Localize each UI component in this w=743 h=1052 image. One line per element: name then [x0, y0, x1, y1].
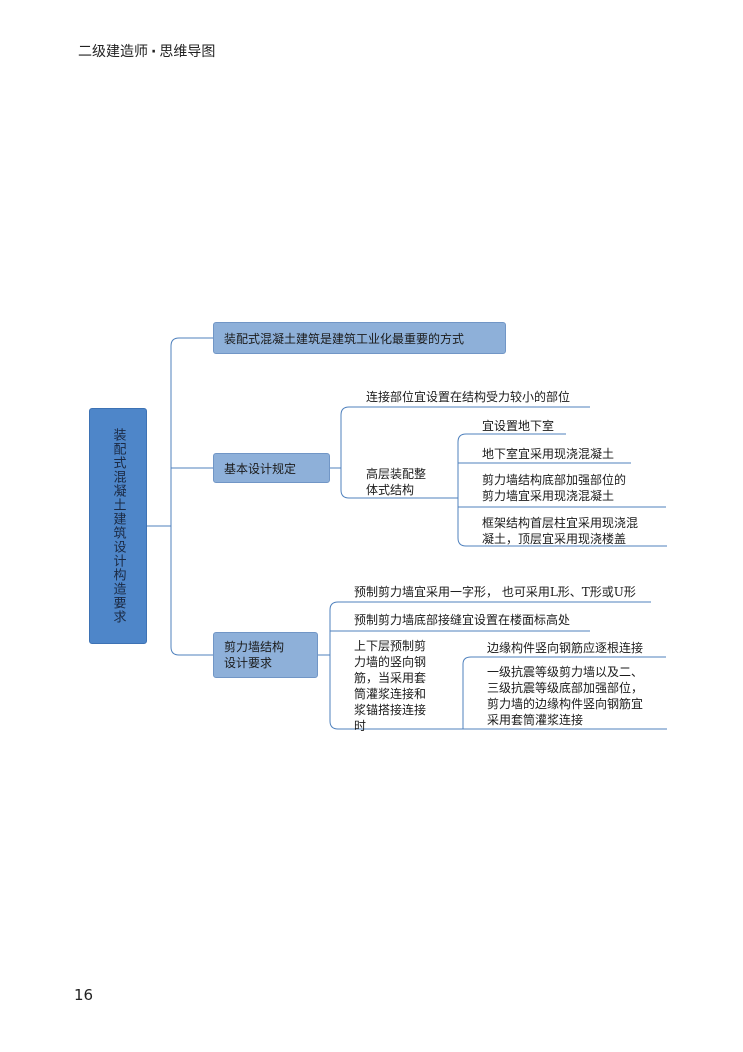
- branch-2-node[interactable]: 基本设计规定: [213, 453, 330, 483]
- page-header: 二级建造师·思维导图: [78, 41, 215, 61]
- header-subtitle: 思维导图: [159, 44, 216, 60]
- b3-leaf-shape: 预制剪力墙宜采用一字形， 也可采用L形、T形或U形: [354, 585, 636, 599]
- b2-leaf-highrise: 高层装配整 体式结构: [366, 467, 427, 497]
- branch2-lower: [340, 468, 458, 499]
- trunk-line: [170, 337, 213, 656]
- branch3-trunk: [329, 601, 463, 730]
- book-title: 二级建造师: [78, 44, 148, 60]
- branch2-trunk: [330, 406, 590, 469]
- branch-2-label: 基本设计规定: [224, 461, 297, 476]
- c2-item-basement: 宜设置地下室: [482, 419, 555, 433]
- b3-leaf-joint: 预制剪力墙底部接缝宜设置在楼面标高处: [354, 613, 571, 627]
- c2-items-trunk: [457, 433, 667, 547]
- b2-leaf-connection-location: 连接部位宜设置在结构受力较小的部位: [366, 390, 571, 404]
- root-label: 装配式混凝土建筑设计构造要求: [110, 428, 126, 624]
- root-node[interactable]: 装配式混凝土建筑设计构造要求: [89, 408, 147, 644]
- branch-3-label: 剪力墙结构 设计要求: [224, 640, 285, 670]
- c3-item-edge-rebar: 边缘构件竖向钢筋应逐根连接: [487, 641, 644, 655]
- c2-item-frame-first-floor: 框架结构首层柱宜采用现浇混 凝土，顶层宜采用现浇楼盖: [482, 516, 639, 546]
- branch-1-node[interactable]: 装配式混凝土建筑是建筑工业化最重要的方式: [213, 322, 506, 354]
- b3-leaf-rebar: 上下层预制剪 力墙的竖向钢 筋，当采用套 筒灌浆连接和 浆锚搭接连接 时: [354, 639, 427, 733]
- c3-item-seismic: 一级抗震等级剪力墙以及二、 三级抗震等级底部加强部位， 剪力墙的边缘构件竖向钢筋…: [487, 665, 644, 727]
- page-number: 16: [74, 986, 94, 1004]
- c2-item-shear-wall-base: 剪力墙结构底部加强部位的 剪力墙宜采用现浇混凝土: [482, 473, 627, 503]
- branch-3-node[interactable]: 剪力墙结构 设计要求: [213, 632, 318, 678]
- c3-items-trunk: [462, 656, 666, 729]
- branch-1-label: 装配式混凝土建筑是建筑工业化最重要的方式: [224, 331, 465, 346]
- header-dot: ·: [151, 44, 157, 60]
- c2-item-basement-cast: 地下室宜采用现浇混凝土: [482, 447, 615, 461]
